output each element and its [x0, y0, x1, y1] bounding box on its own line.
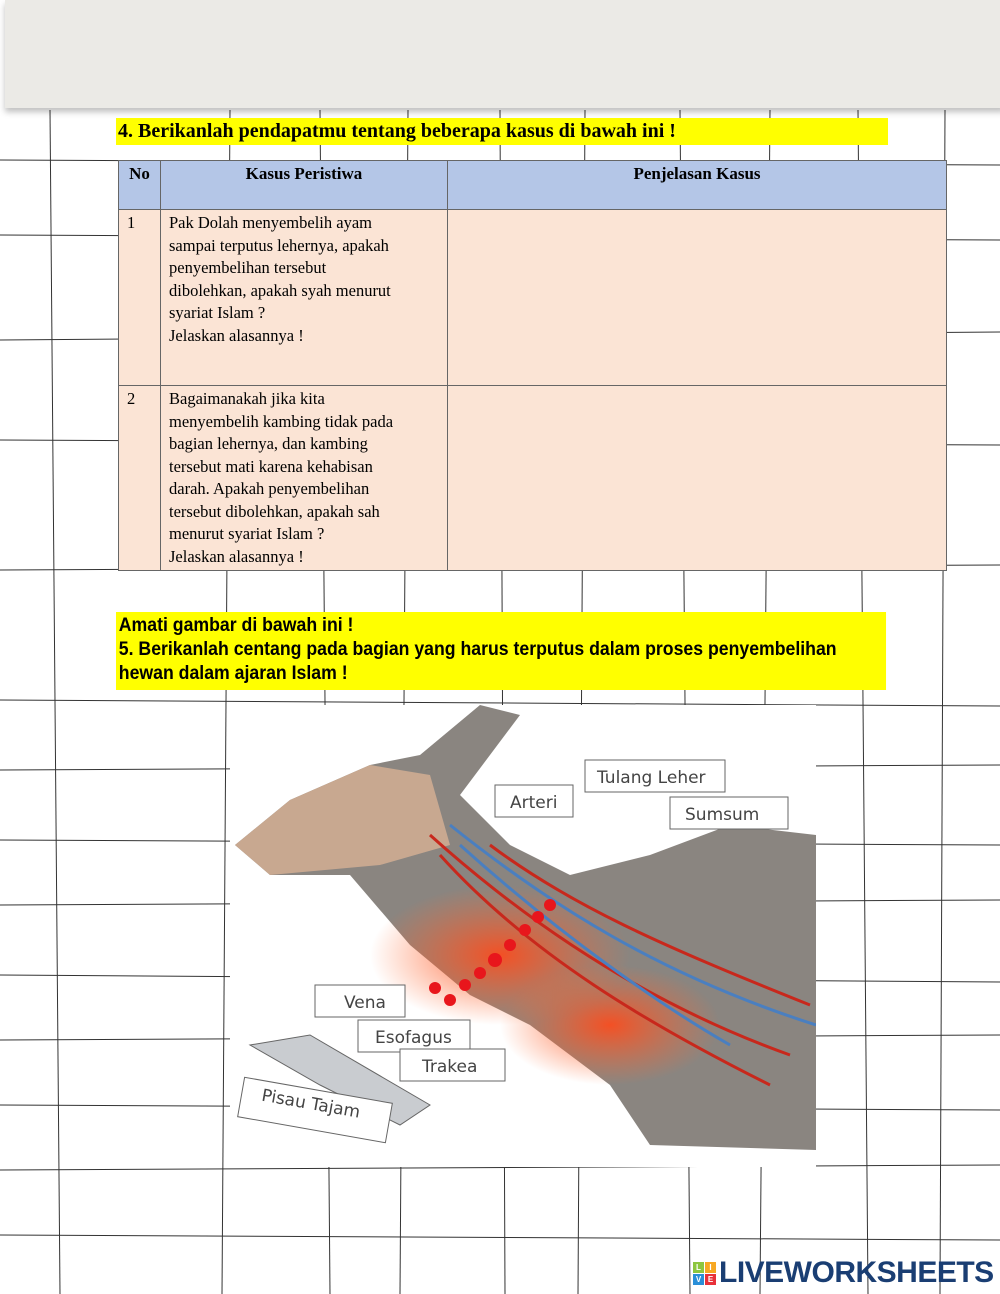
answer-field-1[interactable]	[447, 209, 947, 386]
logo-cube-icon: L I V E	[693, 1261, 716, 1285]
table-row: 2 Bagaimanakah jika kita menyembelih kam…	[118, 385, 947, 571]
row-number: 1	[118, 209, 161, 386]
case-line: syariat Islam ?	[169, 303, 266, 322]
header-explanation: Penjelasan Kasus	[447, 160, 947, 210]
question-5-instructions: Amati gambar di bawah ini ! 5. Berikanla…	[116, 612, 887, 690]
case-line: bagian lehernya, dan kambing	[169, 434, 368, 453]
label-arteri: Arteri	[510, 793, 557, 813]
case-line: tersebut mati karena kehabisan	[169, 456, 373, 476]
label-esofagus: Esofagus	[375, 1028, 452, 1048]
case-line: Pak Dolah menyembelih ayam	[169, 213, 372, 232]
instruction-line: 5. Berikanlah centang pada bagian yang h…	[118, 639, 837, 660]
cube-letter: L	[693, 1261, 704, 1273]
case-table: No Kasus Peristiwa Penjelasan Kasus 1 Pa…	[118, 160, 947, 571]
cube-letter: I	[705, 1261, 716, 1273]
label-tulang-leher: Tulang Leher	[596, 768, 706, 788]
answer-field-2[interactable]	[447, 385, 947, 571]
liveworksheets-logo: L I V E LIVEWORKSHEETS	[693, 1256, 994, 1290]
question-4-title: 4. Berikanlah pendapatmu tentang beberap…	[116, 118, 888, 145]
case-line: tersebut dibolehkan, apakah sah	[169, 501, 380, 521]
case-line: darah. Apakah penyembelihan	[169, 479, 370, 498]
case-line: Jelaskan alasannya !	[169, 325, 304, 345]
row-number: 2	[118, 385, 161, 571]
label-sumsum: Sumsum	[685, 805, 759, 825]
header-no: No	[118, 160, 161, 210]
cube-letter: V	[693, 1273, 704, 1285]
cube-letter: E	[705, 1273, 716, 1285]
goat-neck-anatomy-figure: Tulang Leher Arteri Sumsum Vena Esofagus…	[230, 705, 817, 1167]
table-header-row: No Kasus Peristiwa Penjelasan Kasus	[118, 160, 947, 210]
logo-text: LIVEWORKSHEETS	[719, 1256, 994, 1289]
instruction-line: hewan dalam ajaran Islam !	[118, 663, 348, 684]
label-vena: Vena	[344, 993, 386, 1013]
header-case: Kasus Peristiwa	[160, 160, 448, 210]
label-trakea: Trakea	[421, 1057, 477, 1077]
case-line: dibolehkan, apakah syah menurut	[169, 280, 391, 300]
case-text: Pak Dolah menyembelih ayam sampai terput…	[160, 209, 448, 386]
case-line: menurut syariat Islam ?	[169, 524, 325, 543]
case-line: Bagaimanakah jika kita	[169, 389, 325, 408]
torn-paper-header	[5, 0, 1000, 108]
case-line: Jelaskan alasannya !	[169, 546, 304, 566]
instruction-line: Amati gambar di bawah ini !	[118, 615, 354, 636]
table-row: 1 Pak Dolah menyembelih ayam sampai terp…	[118, 209, 947, 386]
case-line: penyembelihan tersebut	[169, 258, 327, 277]
case-text: Bagaimanakah jika kita menyembelih kambi…	[160, 385, 448, 571]
case-line: sampai terputus lehernya, apakah	[169, 235, 389, 255]
case-line: menyembelih kambing tidak pada	[169, 411, 394, 431]
